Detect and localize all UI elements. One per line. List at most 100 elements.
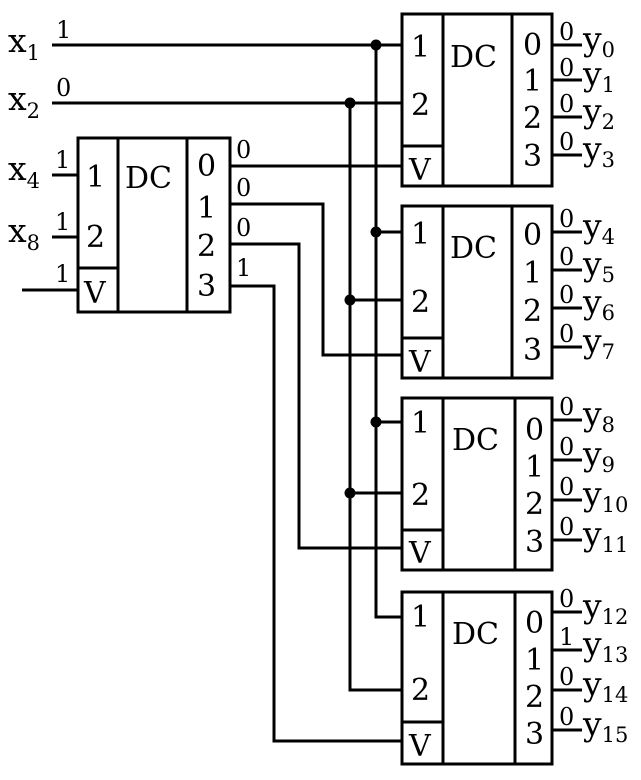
decoder-stage-2-b: 1 2 V DC 0 1 2 3	[400, 204, 554, 380]
junction-dot	[370, 39, 382, 51]
out-1-label: 1	[523, 256, 542, 291]
output-y8-value: 0	[559, 393, 574, 421]
decoder-box	[400, 204, 554, 380]
output-y12-label: y12	[582, 586, 628, 629]
input-x1-label: x1	[8, 21, 40, 65]
pin-v-label: V	[408, 729, 432, 764]
pin-2-label: 2	[411, 478, 430, 513]
output-y14-label: y14	[582, 664, 628, 707]
out-2-label: 2	[523, 294, 542, 329]
out-2-label: 2	[523, 101, 542, 136]
pin-v-label: V	[408, 345, 432, 380]
decoder-box	[400, 12, 554, 188]
input-x8-label: x8	[8, 211, 40, 255]
out-0-label: 0	[197, 149, 216, 184]
stage-out-3-wire	[228, 284, 402, 743]
decoder-stage-2-a: 1 2 V DC 0 1 2 3	[400, 12, 554, 188]
output-y12-value: 0	[559, 585, 574, 613]
output-y10-value: 0	[559, 473, 574, 501]
decoder-stage-1: 1 2 V DC 0 1 2 3	[76, 136, 232, 314]
pin-2-label: 2	[411, 285, 430, 320]
output-y7-label: y7	[582, 321, 615, 364]
pin-v-label: V	[408, 536, 432, 571]
x1-bus	[374, 45, 402, 619]
out-0-label: 0	[523, 28, 542, 63]
dc-label: DC	[452, 617, 499, 652]
enable-value: 1	[55, 260, 70, 288]
output-y6-label: y6	[582, 282, 615, 325]
output-y13-value: 1	[559, 623, 574, 651]
output-y3-label: y3	[582, 129, 615, 172]
pin-2-label: 2	[411, 88, 430, 123]
dc-label: DC	[450, 40, 497, 75]
junction-dot	[370, 226, 382, 238]
pin-2-label: 2	[411, 673, 430, 708]
stage-out-1-wire	[228, 202, 402, 357]
output-y3-value: 0	[559, 128, 574, 156]
decoder-box	[76, 136, 232, 314]
out-3-label: 3	[525, 717, 544, 752]
output-y1-label: y1	[582, 54, 615, 97]
out-2-label: 2	[525, 680, 544, 715]
output-y11-value: 0	[559, 513, 574, 541]
stage-outputs	[228, 164, 402, 743]
output-y6-value: 0	[559, 281, 574, 309]
output-y5-label: y5	[582, 244, 615, 287]
output-y4-label: y4	[582, 206, 615, 249]
junctions	[344, 39, 382, 499]
out-0-label: 0	[525, 413, 544, 448]
decoder-box	[400, 590, 554, 766]
junction-dot	[370, 416, 382, 428]
output-y2-label: y2	[582, 91, 615, 134]
stage-out-3-value: 1	[236, 254, 251, 282]
output-y9-label: y9	[582, 434, 615, 477]
out-0-label: 0	[525, 606, 544, 641]
out-1-label: 1	[525, 450, 544, 485]
input-x1-value: 1	[56, 16, 71, 44]
input-x4-value: 1	[55, 146, 70, 174]
out-2-label: 2	[197, 229, 216, 264]
input-x2-value: 0	[56, 74, 71, 102]
out-1-label: 1	[525, 643, 544, 678]
output-y15-value: 0	[559, 703, 574, 731]
input-x4-label: x4	[8, 149, 40, 193]
out-3-label: 3	[197, 269, 216, 304]
dc-label: DC	[125, 161, 172, 196]
pin-1-label: 1	[411, 406, 430, 441]
pin-1-label: 1	[86, 160, 105, 195]
pin-1-label: 1	[411, 600, 430, 635]
junction-dot	[344, 97, 356, 109]
dc-label: DC	[450, 231, 497, 266]
stage-out-2-wire	[228, 242, 402, 550]
input-x2-label: x2	[8, 79, 40, 123]
output-y7-value: 0	[559, 320, 574, 348]
input-labels: x1 1 x2 0 x4 1 x8 1 1	[8, 16, 71, 288]
pin-1-label: 1	[411, 30, 430, 65]
output-y13-label: y13	[582, 624, 628, 667]
junction-dot	[344, 294, 356, 306]
out-3-label: 3	[523, 139, 542, 174]
out-1-label: 1	[523, 64, 542, 99]
out-3-label: 3	[525, 525, 544, 560]
output-y1-value: 0	[559, 54, 574, 82]
stage-out-2-value: 0	[236, 214, 251, 242]
output-y0-label: y0	[582, 19, 615, 62]
pin-2-label: 2	[86, 220, 105, 255]
out-0-label: 0	[523, 218, 542, 253]
stage-output-values: 0 0 0 1	[236, 136, 251, 282]
output-labels: 0 y0 0 y1 0 y2 0 y3 0 y4 0 y5 0 y6 0 y7 …	[559, 18, 628, 747]
dc-label: DC	[452, 423, 499, 458]
output-wires	[552, 43, 582, 732]
decoder-box	[400, 396, 554, 572]
out-1-label: 1	[197, 191, 216, 226]
output-y0-value: 0	[559, 18, 574, 46]
pin-v-label: V	[408, 153, 432, 188]
input-x8-value: 1	[55, 208, 70, 236]
stage-out-1-value: 0	[236, 174, 251, 202]
output-y15-label: y15	[582, 704, 628, 747]
pin-v-label: V	[83, 276, 107, 311]
output-y8-label: y8	[582, 394, 615, 437]
output-y4-value: 0	[559, 205, 574, 233]
junction-dot	[344, 487, 356, 499]
